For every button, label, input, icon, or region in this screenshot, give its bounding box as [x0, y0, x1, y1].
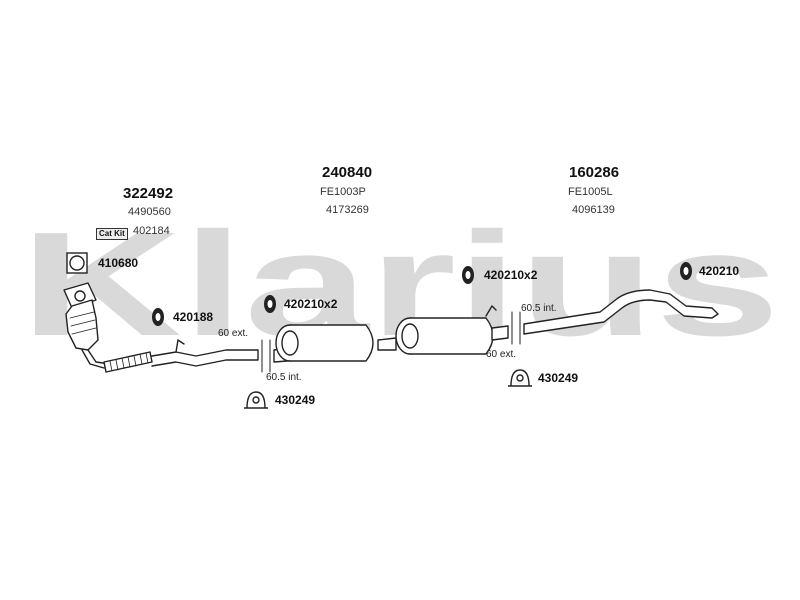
part-number-160286: 160286 — [569, 164, 620, 181]
note-60-ext-b: 60 ext. — [486, 349, 517, 360]
part-code-410680: 410680 — [98, 256, 139, 270]
clamp-430249-b-icon — [508, 369, 532, 387]
centre-silencer — [273, 305, 509, 363]
note-60-5-int-b: 60.5 int. — [521, 303, 557, 314]
flex-section — [103, 351, 153, 373]
hanger-420210x2-b-icon — [462, 266, 474, 284]
model-FE1005L: FE1005L — [568, 186, 613, 198]
front-pipe — [151, 339, 259, 367]
gasket-410680-icon — [66, 252, 88, 274]
hanger-420188-icon — [152, 308, 164, 326]
clamp-430249-a-icon — [244, 391, 268, 409]
hanger-420210-icon — [680, 262, 692, 280]
ref-number-4173269: 4173269 — [326, 204, 369, 216]
part-code-420188: 420188 — [173, 310, 214, 324]
catkit-badge: Cat Kit — [96, 228, 128, 240]
part-code-420210x2-a: 420210x2 — [284, 297, 338, 311]
hanger-420210x2-a-icon — [264, 295, 276, 313]
ref-number-4490560: 4490560 — [128, 206, 171, 218]
part-code-430249-a: 430249 — [275, 393, 316, 407]
catalytic-converter — [65, 299, 111, 369]
note-60-5-int-a: 60.5 int. — [266, 372, 302, 383]
part-number-240840: 240840 — [322, 164, 373, 181]
part-code-420210x2-b: 420210x2 — [484, 268, 538, 282]
note-60-ext-a: 60 ext. — [218, 328, 249, 339]
part-number-322492: 322492 — [123, 185, 174, 202]
model-FE1003P: FE1003P — [320, 186, 366, 198]
joint-a — [261, 339, 271, 373]
tail-pipe — [523, 289, 719, 335]
part-code-420210: 420210 — [699, 264, 740, 278]
ref-number-4096139: 4096139 — [572, 204, 615, 216]
joint-b — [511, 311, 521, 345]
part-code-430249-b: 430249 — [538, 371, 579, 385]
catkit-code: 402184 — [133, 225, 170, 237]
